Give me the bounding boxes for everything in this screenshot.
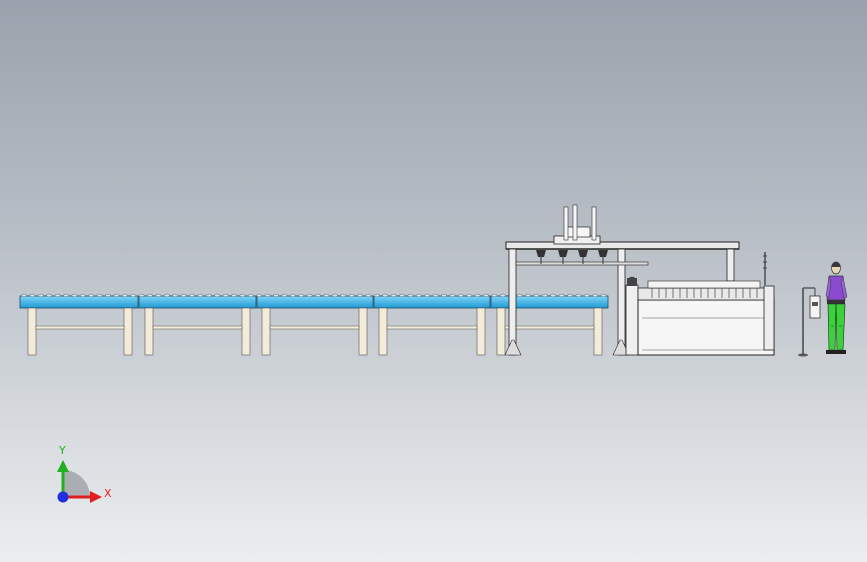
y-axis-label: Y [58,444,66,457]
conveyor-roller [583,293,590,298]
z-axis-origin [57,491,69,503]
conveyor-roller [348,293,355,298]
conveyor-roller [432,293,439,298]
conveyor-roller [483,293,489,298]
conveyor-roller [331,293,338,298]
conveyor-roller [449,293,456,298]
conveyor-roller [63,293,69,298]
conveyor-roller [88,293,95,298]
coordinate-triad[interactable]: Y X [57,444,112,503]
conveyor-roller [382,293,389,298]
conveyor-roller [197,293,204,298]
conveyor-roller [340,293,347,298]
conveyor-roller [600,293,607,298]
conveyor-roller [155,293,162,298]
conveyor-roller [281,293,288,298]
conveyor-roller [550,293,557,298]
conveyor-roller [105,293,111,298]
conveyor-roller [273,293,279,298]
conveyor-roller [222,293,229,298]
conveyor-roller [130,293,137,298]
y-axis-arrowhead [57,460,69,472]
conveyor-roller [205,293,212,298]
conveyor-roller [567,293,573,298]
conveyor-roller [474,293,481,298]
gantry-frame [504,204,740,356]
conveyor-section-2 [138,295,257,356]
conveyor-roller [96,293,103,298]
conveyor-roller [29,293,36,298]
x-axis-label: X [104,487,112,500]
conveyor-section-4 [373,295,491,356]
conveyor-roller [457,293,464,298]
conveyor-roller [121,293,128,298]
conveyor-roller [558,293,565,298]
machine-feed-rollers [651,288,758,298]
conveyor-roller [541,293,548,298]
conveyor-roller [306,293,313,298]
conveyor-roller [575,293,582,298]
conveyor-roller [466,293,473,298]
conveyor-roller [399,293,405,298]
conveyor-section-1 [19,295,139,356]
conveyor-roller [256,293,263,298]
conveyor-roller [247,293,254,298]
conveyor-roller [533,293,540,298]
conveyor-roller [407,293,414,298]
triad-sector [63,470,90,497]
conveyor-roller [365,293,372,298]
conveyor-rollers [21,293,607,298]
conveyor-roller [147,293,153,298]
conveyor-roller [71,293,78,298]
conveyor-roller [54,293,61,298]
conveyor-roller [46,293,53,298]
conveyor-roller [180,293,187,298]
conveyor-roller [264,293,271,298]
conveyor-roller [113,293,120,298]
operator-figure [825,261,848,354]
roller-conveyor [19,293,609,356]
suction-cups [536,250,608,264]
conveyor-roller [239,293,246,298]
conveyor-roller [172,293,179,298]
conveyor-roller [315,293,321,298]
conveyor-roller [21,293,27,298]
conveyor-roller [441,293,447,298]
conveyor-roller [592,293,599,298]
conveyor-roller [189,293,195,298]
conveyor-section-3 [256,295,374,356]
conveyor-roller [37,293,44,298]
conveyor-roller [357,293,363,298]
conveyor-roller [214,293,221,298]
conveyor-roller [415,293,422,298]
conveyor-section-5 [490,295,609,356]
conveyor-roller [298,293,305,298]
conveyor-roller [231,293,237,298]
conveyor-roller [163,293,170,298]
conveyor-roller [79,293,86,298]
processing-machine [625,252,775,356]
conveyor-roller [424,293,431,298]
conveyor-roller [491,293,498,298]
conveyor-roller [516,293,523,298]
conveyor-roller [499,293,506,298]
conveyor-roller [289,293,296,298]
conveyor-roller [390,293,397,298]
x-axis-arrowhead [90,491,102,503]
conveyor-roller [138,293,145,298]
conveyor-roller [373,293,380,298]
conveyor-roller [323,293,330,298]
control-pendant-stand [798,287,821,357]
conveyor-roller [525,293,531,298]
